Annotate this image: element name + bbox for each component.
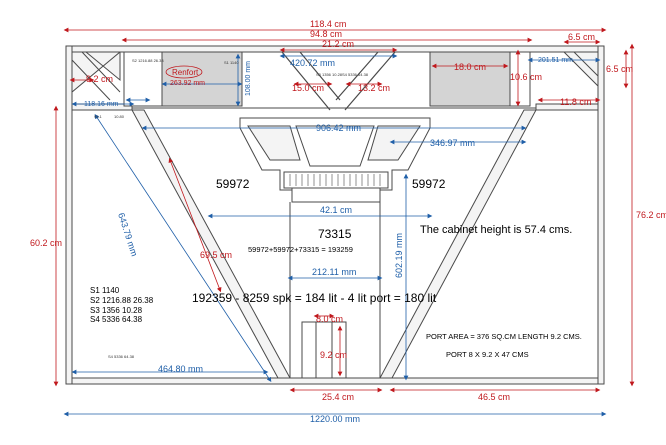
dim-wall-left: 60.2 cm — [30, 238, 62, 248]
right-ledge — [535, 103, 599, 111]
bottom-board — [65, 377, 605, 385]
dim-center-height: 602.19 mm — [394, 233, 404, 278]
dim-port-width: 8.0 cm — [316, 314, 343, 324]
dim-ledge: 11.8 cm — [560, 97, 591, 107]
left-panel — [161, 51, 243, 107]
dim-throat-width: 212.11 mm — [312, 267, 356, 277]
dim-overall-bottom: 1220.00 mm — [310, 414, 360, 424]
driver-magnet-fins — [289, 174, 381, 186]
dim-brace-left: 15.0 cm — [292, 83, 324, 93]
dim-wall-right: 76.2 cm — [636, 210, 666, 220]
volume-sum: 59972+59972+73315 = 193259 — [248, 245, 353, 254]
dim-inner-top: 94.8 cm — [310, 29, 342, 39]
tiny-bottom: S4 5336 64.38 — [108, 354, 135, 359]
dim-driver-side: 346.97 mm — [430, 138, 475, 148]
tiny-small-1: 93.1 — [94, 114, 103, 119]
reinforcement-dim: 263.92 mm — [170, 80, 205, 87]
dim-driver-base: 42.1 cm — [320, 205, 352, 215]
driver-base-plate — [291, 187, 381, 203]
volume-right: 59972 — [412, 177, 446, 191]
volume-center: 73315 — [318, 227, 352, 241]
section-s2: S2 1216.88 26.38 — [90, 296, 154, 305]
reinforcement-label: Renfort — [172, 68, 199, 77]
dim-corner-height: 6.5 cm — [606, 64, 633, 74]
dim-diagonal-cm: 69.5 cm — [200, 250, 232, 260]
notes: 59972 59972 73315 59972+59972+73315 = 19… — [192, 177, 582, 359]
blue-dimension-lines — [63, 53, 607, 417]
dim-driver-width: 906.42 mm — [316, 123, 361, 133]
section-s3: S3 1356 10.28 — [90, 306, 143, 315]
top-port-braces — [281, 51, 396, 111]
tiny-top-left-1: S2 1216.88 26.38 — [132, 58, 164, 63]
volume-calc: 192359 - 8259 spk = 184 lit - 4 lit port… — [192, 291, 437, 305]
tiny-small-2: 10.80 — [114, 114, 125, 119]
right-panel — [429, 51, 511, 107]
left-wall — [65, 45, 73, 385]
dim-brace-right: 13.2 cm — [358, 83, 390, 93]
dim-left-top-offset: 118.16 mm — [84, 101, 119, 108]
port-area: PORT AREA = 376 SQ.CM LENGTH 9.2 CMS. — [426, 332, 582, 341]
dim-port-top: 21.2 cm — [322, 39, 354, 49]
dim-corner-width: 6.5 cm — [568, 32, 595, 42]
left-panel-frame — [123, 51, 163, 107]
port-inner — [315, 321, 333, 379]
port-size: PORT 8 X 9.2 X 47 CMS — [446, 350, 529, 359]
section-table: S1 1140 S2 1216.88 26.38 S3 1356 10.28 S… — [90, 286, 154, 324]
reinforcement-oval — [165, 65, 203, 79]
right-slant-board — [379, 109, 537, 379]
dim-right-panel-height: 10.6 cm — [510, 72, 542, 82]
dim-bottom-slot: 25.4 cm — [322, 392, 354, 402]
height-note: The cabinet height is 57.4 cms. — [420, 224, 572, 236]
dim-right-panel-width: 201.51 mm — [538, 57, 573, 64]
dim-left-panel-height: 108.00 mm — [245, 61, 252, 96]
dim-overall-width: 118.4 cm — [310, 19, 346, 29]
dim-bottom-right: 46.5 cm — [478, 392, 510, 402]
tiny-center-1: S3 1356 10.28 — [316, 72, 343, 77]
volume-left: 59972 — [216, 177, 250, 191]
tiny-center-2: S4 5336 64.38 — [342, 72, 369, 77]
top-right-corner-diag — [573, 51, 599, 77]
dim-right-panel-length: 18.0 cm — [454, 62, 486, 72]
dim-left-corner: 9.2 cm — [86, 74, 113, 84]
section-s4: S4 5336 64.38 — [90, 315, 143, 324]
dim-bottom-left: 464.80 mm — [158, 364, 203, 374]
section-s1: S1 1140 — [90, 286, 120, 295]
right-wall — [597, 45, 605, 385]
dim-port-top-mm: 420.72 mm — [290, 58, 335, 68]
tiny-labels: S2 1216.88 26.38 S1 1140 S3 1356 10.28 S… — [94, 58, 369, 359]
red-labels: 118.4 cm 94.8 cm 21.2 cm 18.0 cm 10.6 cm… — [30, 19, 666, 402]
tiny-top-left-2: S1 1140 — [224, 60, 239, 65]
driver-magnet — [283, 171, 389, 189]
dim-port-height: 9.2 cm — [320, 350, 347, 360]
